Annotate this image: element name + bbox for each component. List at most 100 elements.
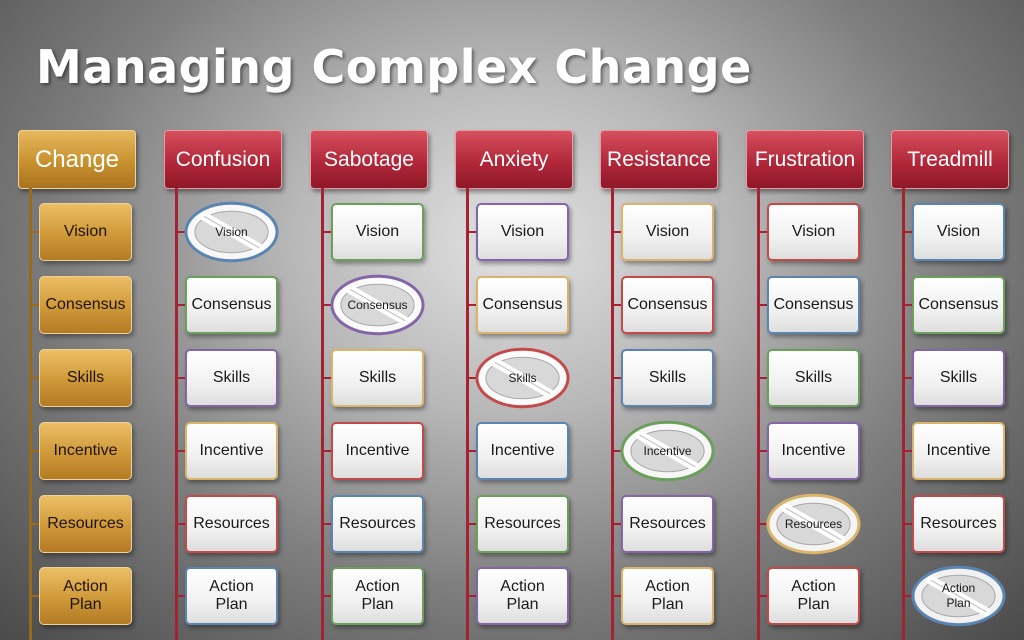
element-label: Consensus [347,297,408,312]
connector-branch [469,523,478,525]
column-header: Sabotage [310,130,428,189]
connector-branch [614,304,623,306]
element-label: Vision [936,223,981,240]
element-label: Skills [648,369,687,386]
element-item: Action Plan [767,567,860,625]
element-label: Incentive [926,442,991,459]
connector-branch [324,304,333,306]
missing-element-item: Resources [766,493,861,555]
missing-element-item: Consensus [330,274,425,336]
element-item: Action Plan [331,567,424,625]
element-item: Vision [39,203,132,261]
element-item: Resources [185,495,278,553]
element-label: Resources [339,515,416,532]
connector-branch [469,231,478,233]
connector-branch [32,231,41,233]
connector-branch [32,377,41,379]
element-label: Action Plan [645,578,690,613]
element-item: Vision [767,203,860,261]
element-label: Action Plan [791,578,836,613]
element-label: Incentive [643,443,692,458]
element-item: Incentive [767,422,860,480]
element-item: Consensus [476,276,569,334]
prohibited-icon [330,274,425,336]
connector-branch [324,450,333,452]
prohibited-icon [184,201,279,263]
element-label: Vision [791,223,836,240]
element-label: Vision [645,223,690,240]
connector-branch [469,595,478,597]
connector-branch [178,231,187,233]
connector-line [175,188,178,640]
column-header: Change [18,130,136,189]
element-label: Skills [939,369,978,386]
element-item: Incentive [476,422,569,480]
connector-branch [760,595,769,597]
connector-branch [178,595,187,597]
element-label: Consensus [918,296,999,313]
element-item: Action Plan [39,567,132,625]
prohibited-icon [620,420,715,482]
prohibited-icon [475,347,570,409]
element-label: Incentive [781,442,846,459]
element-label: Action Plan [941,581,976,610]
element-label: Incentive [490,442,555,459]
element-label: Consensus [773,296,854,313]
connector-branch [614,595,623,597]
element-item: Consensus [912,276,1005,334]
element-label: Consensus [191,296,272,313]
element-item: Incentive [185,422,278,480]
connector-branch [32,595,41,597]
connector-branch [905,523,914,525]
column-header: Confusion [164,130,282,189]
element-label: Incentive [345,442,410,459]
element-item: Skills [912,349,1005,407]
connector-branch [760,450,769,452]
column-header: Resistance [600,130,718,189]
element-item: Resources [476,495,569,553]
element-label: Resources [47,515,124,532]
connector-branch [905,450,914,452]
missing-element-item: Incentive [620,420,715,482]
prohibited-icon [766,493,861,555]
element-item: Incentive [331,422,424,480]
element-item: Skills [39,349,132,407]
connector-branch [905,595,914,597]
element-item: Incentive [912,422,1005,480]
element-label: Vision [215,224,248,239]
column-header: Treadmill [891,130,1009,189]
element-label: Incentive [199,442,264,459]
element-label: Action Plan [63,578,108,613]
connector-branch [178,450,187,452]
connector-branch [469,450,478,452]
missing-element-item: Skills [475,347,570,409]
connector-branch [760,231,769,233]
element-item: Action Plan [621,567,714,625]
element-label: Skills [508,370,537,385]
connector-branch [760,523,769,525]
connector-line [29,188,32,640]
connector-branch [324,377,333,379]
connector-line [611,188,614,640]
element-item: Consensus [39,276,132,334]
element-item: Incentive [39,422,132,480]
element-label: Vision [355,223,400,240]
connector-branch [324,231,333,233]
element-item: Vision [331,203,424,261]
element-item: Skills [331,349,424,407]
element-label: Resources [784,516,843,531]
element-label: Consensus [627,296,708,313]
element-item: Vision [912,203,1005,261]
connector-branch [178,304,187,306]
element-item: Skills [621,349,714,407]
element-label: Resources [484,515,561,532]
connector-branch [760,304,769,306]
connector-branch [324,595,333,597]
connector-branch [614,231,623,233]
